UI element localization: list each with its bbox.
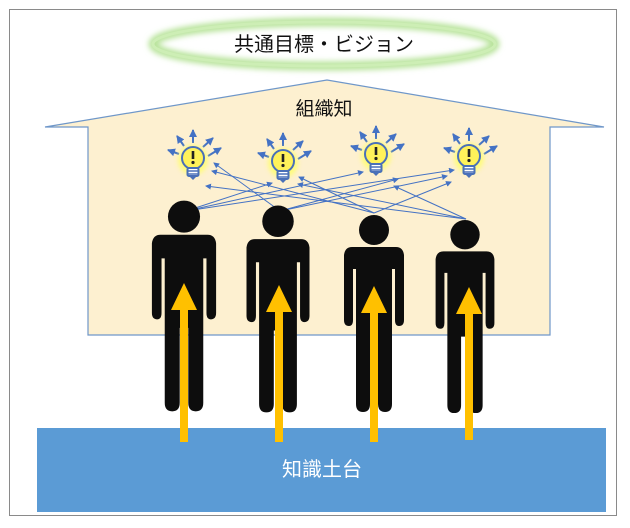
exchange-arrow [185, 167, 455, 212]
exchange-arrow [213, 162, 281, 212]
exchange-arrow [393, 185, 467, 220]
exchange-arrow [279, 174, 448, 212]
exchange-arrow [298, 176, 375, 214]
vision-halo-inner [151, 20, 497, 68]
exchange-arrow [185, 181, 273, 212]
organization-label: 組織知 [295, 98, 352, 120]
exchange-arrow [279, 177, 399, 212]
idea-exchange-arrows [185, 162, 467, 220]
vision-label: 共通目標・ビジョン [234, 32, 414, 56]
foundation-block [37, 428, 606, 512]
exchange-arrow [297, 182, 467, 220]
arrow-up-icon [171, 283, 197, 442]
arrow-up-icon [266, 285, 292, 442]
arrow-up-icon [456, 287, 482, 440]
growth-arrows [171, 283, 482, 442]
foundation-label: 知識土台 [282, 457, 362, 481]
exchange-arrow [205, 183, 467, 220]
exchange-arrow [211, 169, 375, 214]
arrow-up-icon [361, 286, 387, 442]
exchange-arrow [373, 181, 452, 214]
exchange-arrow [185, 170, 364, 212]
